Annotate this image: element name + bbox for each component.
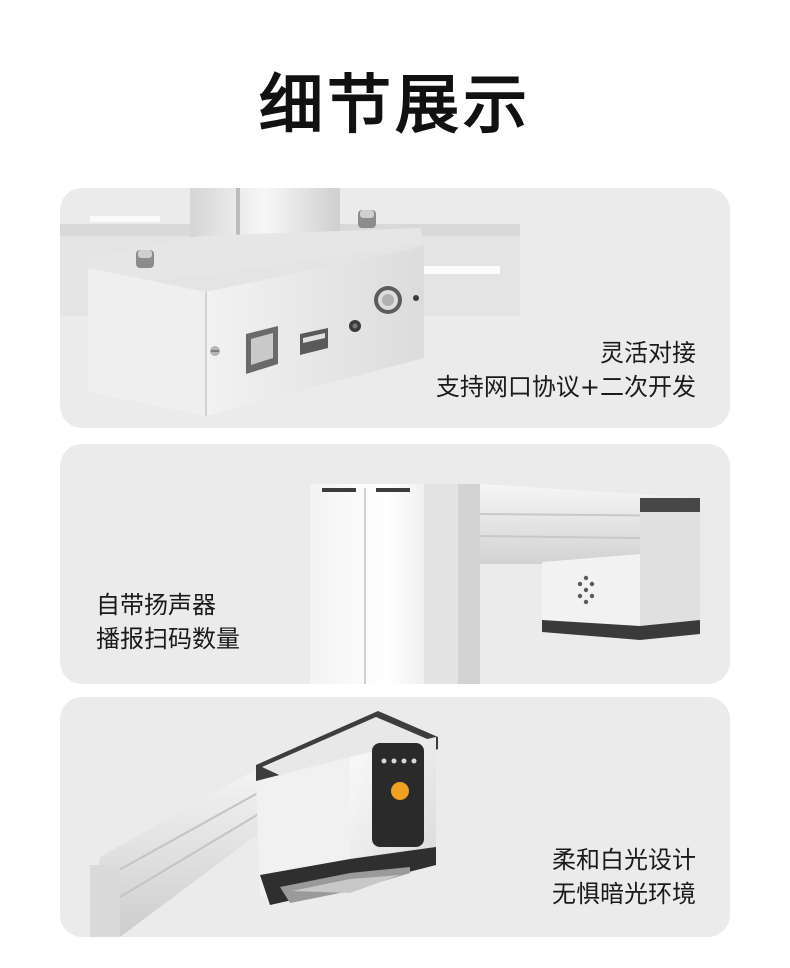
usb-ethernet-port-panel-image — [60, 188, 520, 416]
caption-line: 支持网口协议+二次开发 — [435, 373, 696, 401]
feature-card-ports: 灵活对接 支持网口协议+二次开发 — [60, 188, 730, 428]
caption-line: 播报扫码数量 — [96, 625, 240, 653]
feature-caption-light: 柔和白光设计 无惧暗光环境 — [552, 843, 696, 911]
caption-line: 自带扬声器 — [96, 591, 216, 619]
caption-line: 灵活对接 — [600, 339, 696, 367]
speaker-grille-arm-image — [310, 484, 701, 684]
page-title: 细节展示 — [259, 69, 531, 143]
feature-caption-ports: 灵活对接 支持网口协议+二次开发 — [436, 336, 696, 404]
caption-line: 无惧暗光环境 — [552, 880, 696, 908]
feature-caption-speaker: 自带扬声器 播报扫码数量 — [96, 588, 240, 656]
feature-card-speaker: 自带扬声器 播报扫码数量 — [60, 444, 730, 684]
feature-card-light: 柔和白光设计 无惧暗光环境 — [60, 697, 730, 937]
caption-line: 柔和白光设计 — [552, 846, 696, 874]
scanner-head-with-indicator-lights-image — [90, 711, 438, 937]
